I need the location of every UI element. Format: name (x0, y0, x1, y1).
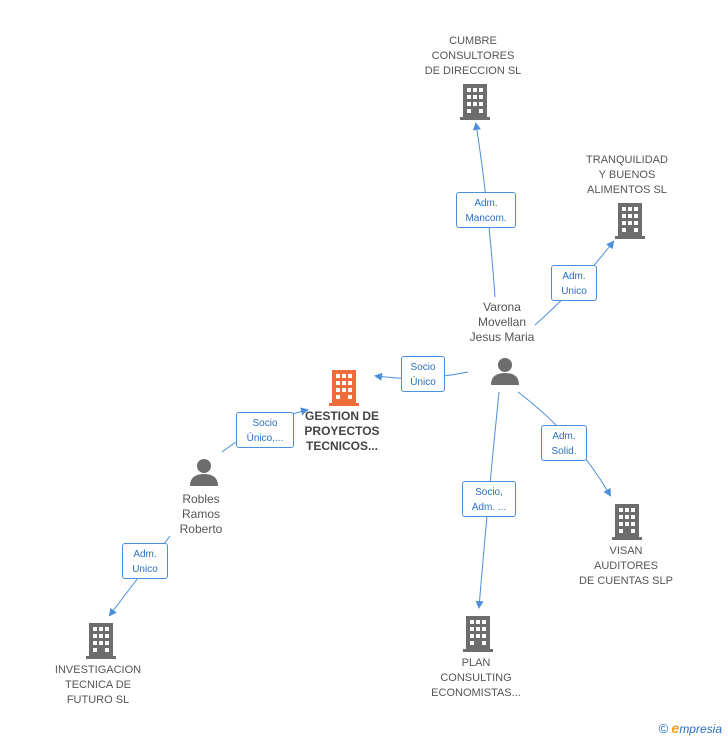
person-label-line: Varona (483, 300, 521, 314)
role-line: Socio, (475, 487, 503, 498)
company-label-tranquilidad[interactable]: TRANQUILIDAD Y BUENOS ALIMENTOS SL (567, 153, 687, 198)
company-label-line: DE DIRECCION SL (424, 65, 522, 77)
person-label-line: Movellan (477, 315, 527, 329)
role-badge-varona-cumbre[interactable]: Adm. Mancom. (456, 192, 516, 228)
role-badge-varona-tranquilidad[interactable]: Adm. Unico (551, 265, 597, 301)
person-label-robles[interactable]: Robles Ramos Roberto (151, 492, 251, 537)
copyright-icon: © (658, 721, 669, 736)
main-company-label-line: TECNICOS... (305, 439, 378, 453)
company-label-line: Y BUENOS (598, 169, 656, 181)
role-line: Adm. (562, 271, 586, 282)
company-label-cumbre[interactable]: CUMBRE CONSULTORES DE DIRECCION SL (403, 34, 543, 79)
person-label-line: Jesus Maria (469, 330, 535, 344)
building-icon[interactable] (614, 203, 646, 239)
company-label-line: PLAN (461, 657, 491, 669)
person-label-varona[interactable]: Varona Movellan Jesus Maria (452, 300, 552, 345)
company-label-line: CONSULTING (440, 672, 512, 684)
role-badge-varona-visan[interactable]: Adm. Solid. (541, 425, 587, 461)
company-label-visan[interactable]: VISAN AUDITORES DE CUENTAS SLP (566, 544, 686, 589)
company-label-line: DE CUENTAS SLP (579, 575, 673, 587)
role-line: Unico (561, 286, 587, 297)
role-badge-varona-gestion[interactable]: Socio Único (401, 356, 445, 392)
company-label-line: INVESTIGACION (54, 664, 142, 676)
person-label-line: Ramos (181, 507, 220, 521)
role-badge-robles-investigacion[interactable]: Adm. Unico (122, 543, 168, 579)
main-company-label-line: PROYECTOS (304, 424, 380, 438)
person-icon[interactable] (189, 457, 219, 487)
person-label-line: Robles (182, 492, 220, 506)
company-label-line: FUTURO SL (66, 694, 130, 706)
empresia-brand[interactable]: © empresia (659, 720, 722, 736)
building-icon[interactable] (85, 623, 117, 659)
role-line: Único,... (246, 433, 284, 444)
company-label-line: CONSULTORES (431, 50, 515, 62)
role-line: Socio (252, 418, 278, 429)
main-company-label[interactable]: GESTION DE PROYECTOS TECNICOS... (292, 409, 392, 454)
brand-logo-e: e (671, 720, 680, 736)
main-company-building-icon[interactable] (328, 370, 360, 406)
person-icon[interactable] (490, 356, 520, 386)
role-line: Único (410, 377, 436, 388)
main-company-label-line: GESTION DE (304, 409, 379, 423)
building-icon[interactable] (611, 504, 643, 540)
role-line: Adm. (133, 549, 157, 560)
company-label-line: ECONOMISTAS... (431, 687, 521, 699)
company-label-investigacion[interactable]: INVESTIGACION TECNICA DE FUTURO SL (38, 663, 158, 708)
role-line: Mancom. (465, 213, 507, 224)
role-line: Adm. ... (471, 502, 507, 513)
role-line: Unico (132, 564, 158, 575)
building-icon[interactable] (462, 616, 494, 652)
company-label-line: VISAN (609, 545, 643, 557)
person-label-line: Roberto (179, 522, 223, 536)
role-line: Adm. (552, 431, 576, 442)
role-badge-robles-gestion[interactable]: Socio Único,... (236, 412, 294, 448)
role-line: Socio (410, 362, 436, 373)
company-label-line: CUMBRE (449, 35, 497, 47)
company-label-line: TRANQUILIDAD (586, 154, 668, 166)
company-label-plan[interactable]: PLAN CONSULTING ECONOMISTAS... (416, 656, 536, 701)
company-label-line: ALIMENTOS SL (587, 184, 667, 196)
company-label-line: AUDITORES (594, 560, 658, 572)
building-icon[interactable] (459, 84, 491, 120)
role-badge-varona-plan[interactable]: Socio, Adm. ... (462, 481, 516, 517)
brand-logo-text: mpresia (679, 722, 722, 736)
role-line: Solid. (551, 446, 577, 457)
company-label-line: TECNICA DE (64, 679, 131, 691)
role-line: Adm. (474, 198, 498, 209)
